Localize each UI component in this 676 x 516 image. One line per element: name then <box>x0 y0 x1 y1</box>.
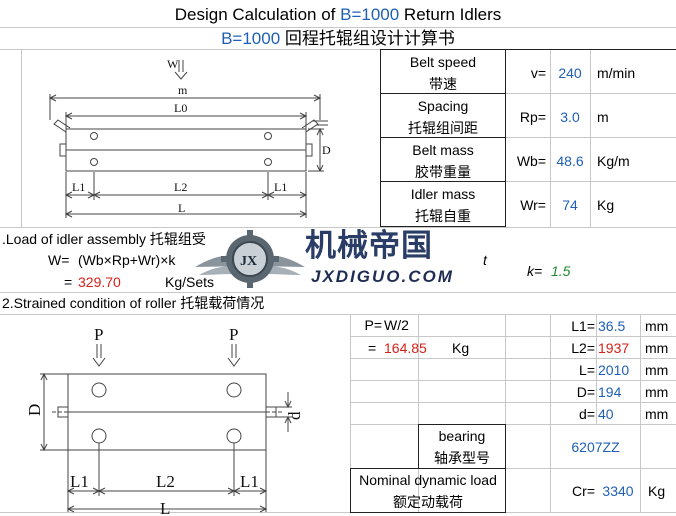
param-unit: Kg <box>597 197 615 213</box>
result-value: 329.70 <box>78 274 121 290</box>
diagram1-l2-label: L2 <box>174 180 187 194</box>
diagram2-l1b-label: L1 <box>240 472 259 491</box>
diagram1-l1a-label: L1 <box>72 180 85 194</box>
dim-value: 2010 <box>598 362 630 378</box>
diagram1-l1b-label: L1 <box>274 180 287 194</box>
param-symbol: Rp= <box>519 109 546 125</box>
param-unit: Kg/m <box>597 153 630 169</box>
result-eq: = <box>64 274 73 290</box>
formula-label: W= <box>48 252 70 268</box>
param-en: Belt speed <box>409 54 477 70</box>
param-value: 74 <box>562 197 578 213</box>
dim-symbol: L2= <box>571 340 595 356</box>
param-cn: 托辊组间距 <box>408 120 478 136</box>
diagram1-l0-label: L0 <box>174 101 187 115</box>
title-suffix: Return Idlers <box>399 5 502 24</box>
dim-unit: mm <box>645 384 669 400</box>
param-en: Spacing <box>417 98 469 114</box>
param-value: 240 <box>558 65 582 81</box>
param-cn: 带速 <box>429 76 457 92</box>
diagram2-d-label: D <box>25 404 44 416</box>
param-value: 3.0 <box>560 109 580 125</box>
dim-value: 40 <box>598 406 614 422</box>
section1-heading: .Load of idler assembly 托辊组受 <box>2 231 206 247</box>
page-title: Design Calculation of B=1000 Return Idle… <box>0 5 676 25</box>
dim-value: 1937 <box>598 340 630 356</box>
page-subtitle: B=1000 回程托辊组设计计算书 <box>0 29 676 49</box>
dim-value: 36.5 <box>598 318 626 334</box>
dynamic-load-cn: 额定动载荷 <box>393 494 463 510</box>
roller-load-diagram: P P D d L1 L2 L1 L <box>25 325 304 514</box>
subtitle-highlight: B=1000 <box>221 29 281 48</box>
p-eq: = <box>368 340 377 356</box>
param-unit: m <box>597 109 609 125</box>
param-symbol: v= <box>530 65 546 81</box>
diagram1-w-label: W <box>167 57 179 71</box>
dim-unit: mm <box>645 362 669 378</box>
diagram2-l2-label: L2 <box>156 472 175 491</box>
watermark-en: JXDIGUO.COM <box>311 267 454 286</box>
dim-symbol: L= <box>579 362 595 378</box>
param-cn: 托辊自重 <box>415 208 471 224</box>
hidden-text-fragment: t <box>483 252 487 268</box>
cr-value: 3340 <box>602 483 634 499</box>
watermark-cn: 机械帝国 <box>305 228 433 263</box>
param-symbol: Wb= <box>516 153 546 169</box>
dynamic-load-en: Nominal dynamic load <box>359 472 497 488</box>
winged-gear-icon: JX <box>195 230 305 288</box>
dim-value: 194 <box>598 384 622 400</box>
k-label: k= <box>527 263 543 279</box>
param-en: Idler mass <box>410 186 476 202</box>
bearing-cn: 轴承型号 <box>434 450 490 466</box>
watermark-logo: JX 机械帝国 JXDIGUO.COM <box>195 225 495 291</box>
title-highlight: B=1000 <box>340 5 400 24</box>
diagram2-l-label: L <box>160 499 170 514</box>
diagram2-l1a-label: L1 <box>70 472 89 491</box>
p-value: 164.85 <box>384 340 427 356</box>
param-symbol: Wr= <box>520 197 546 213</box>
param-cn: 胶带重量 <box>415 164 471 180</box>
diagram2-p2-label: P <box>229 325 238 344</box>
p-unit: Kg <box>452 340 470 356</box>
p-label: P= <box>364 317 382 333</box>
title-prefix: Design Calculation of <box>174 5 341 24</box>
cr-symbol: Cr= <box>572 483 595 499</box>
dim-symbol: d= <box>579 406 595 422</box>
diagram1-d-label: D <box>322 143 331 157</box>
diagram2-p1-label: P <box>94 325 103 344</box>
diagram1-l-label: L <box>178 201 185 215</box>
param-value: 48.6 <box>556 153 584 169</box>
dim-unit: mm <box>645 406 669 422</box>
param-unit: m/min <box>597 65 636 81</box>
idler-assembly-diagram: W m L0 D L1 L2 L1 L <box>48 57 331 218</box>
formula-text: (Wb×Rp+Wr)×k <box>78 252 176 268</box>
dim-symbol: D= <box>576 384 595 400</box>
subtitle-suffix: 回程托辊组设计计算书 <box>280 29 455 48</box>
diagram2-shaft-d-label: d <box>285 411 304 420</box>
k-value: 1.5 <box>551 263 571 279</box>
diagram1-m-label: m <box>178 83 188 97</box>
section2-heading: 2.Strained condition of roller 托辊载荷情况 <box>2 295 265 311</box>
result-unit: Kg/Sets <box>165 274 215 290</box>
dim-symbol: L1= <box>571 318 595 334</box>
cr-unit: Kg <box>648 483 666 499</box>
p-formula: W/2 <box>384 317 409 333</box>
dim-unit: mm <box>645 318 669 334</box>
dim-unit: mm <box>645 340 669 356</box>
param-en: Belt mass <box>412 142 474 158</box>
bearing-value: 6207ZZ <box>571 439 620 455</box>
bearing-en: bearing <box>438 428 486 444</box>
watermark-badge: JX <box>240 254 257 269</box>
